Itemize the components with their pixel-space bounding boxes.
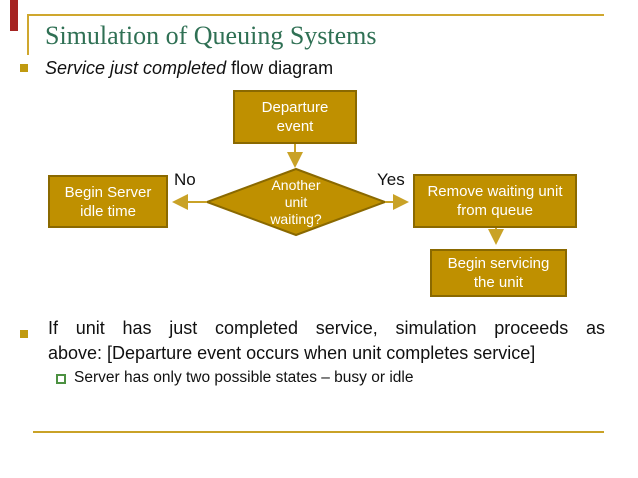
no-branch-label: No <box>174 170 196 189</box>
bullet-if-unit-completed: If unit has just completed service, simu… <box>48 316 605 366</box>
bullet-regular-text: flow diagram <box>226 58 334 78</box>
bullet-line-2: above: [Departure event occurs when unit… <box>48 343 536 363</box>
bullet-italic-text: Service just completed <box>45 58 227 78</box>
bullet-line-1: If unit has just completed service, simu… <box>48 318 605 338</box>
footer-divider-line <box>33 431 604 433</box>
flowchart-box-begin-servicing: Begin servicing the unit <box>430 249 567 297</box>
yes-branch-label: Yes <box>377 170 405 189</box>
title-gold-border <box>27 14 604 55</box>
sub-bullet-server-states: Server has only two possible states – bu… <box>74 369 414 386</box>
decision-diamond-label: Another unit waiting? <box>270 177 322 227</box>
bullet-square <box>20 330 28 338</box>
flowchart-box-begin-idle: Begin Server idle time <box>48 175 168 228</box>
flowchart-box-remove-waiting-unit: Remove waiting unit from queue <box>413 174 577 228</box>
corner-red-accent-bar <box>10 0 18 31</box>
flowchart-box-departure-event: Departure event <box>233 90 357 144</box>
bullet-square <box>20 64 28 72</box>
slide-title: Simulation of Queuing Systems <box>45 21 377 50</box>
bullet-service-completed: Service just completed flow diagram <box>45 58 605 79</box>
sub-bullet-square <box>56 374 66 384</box>
